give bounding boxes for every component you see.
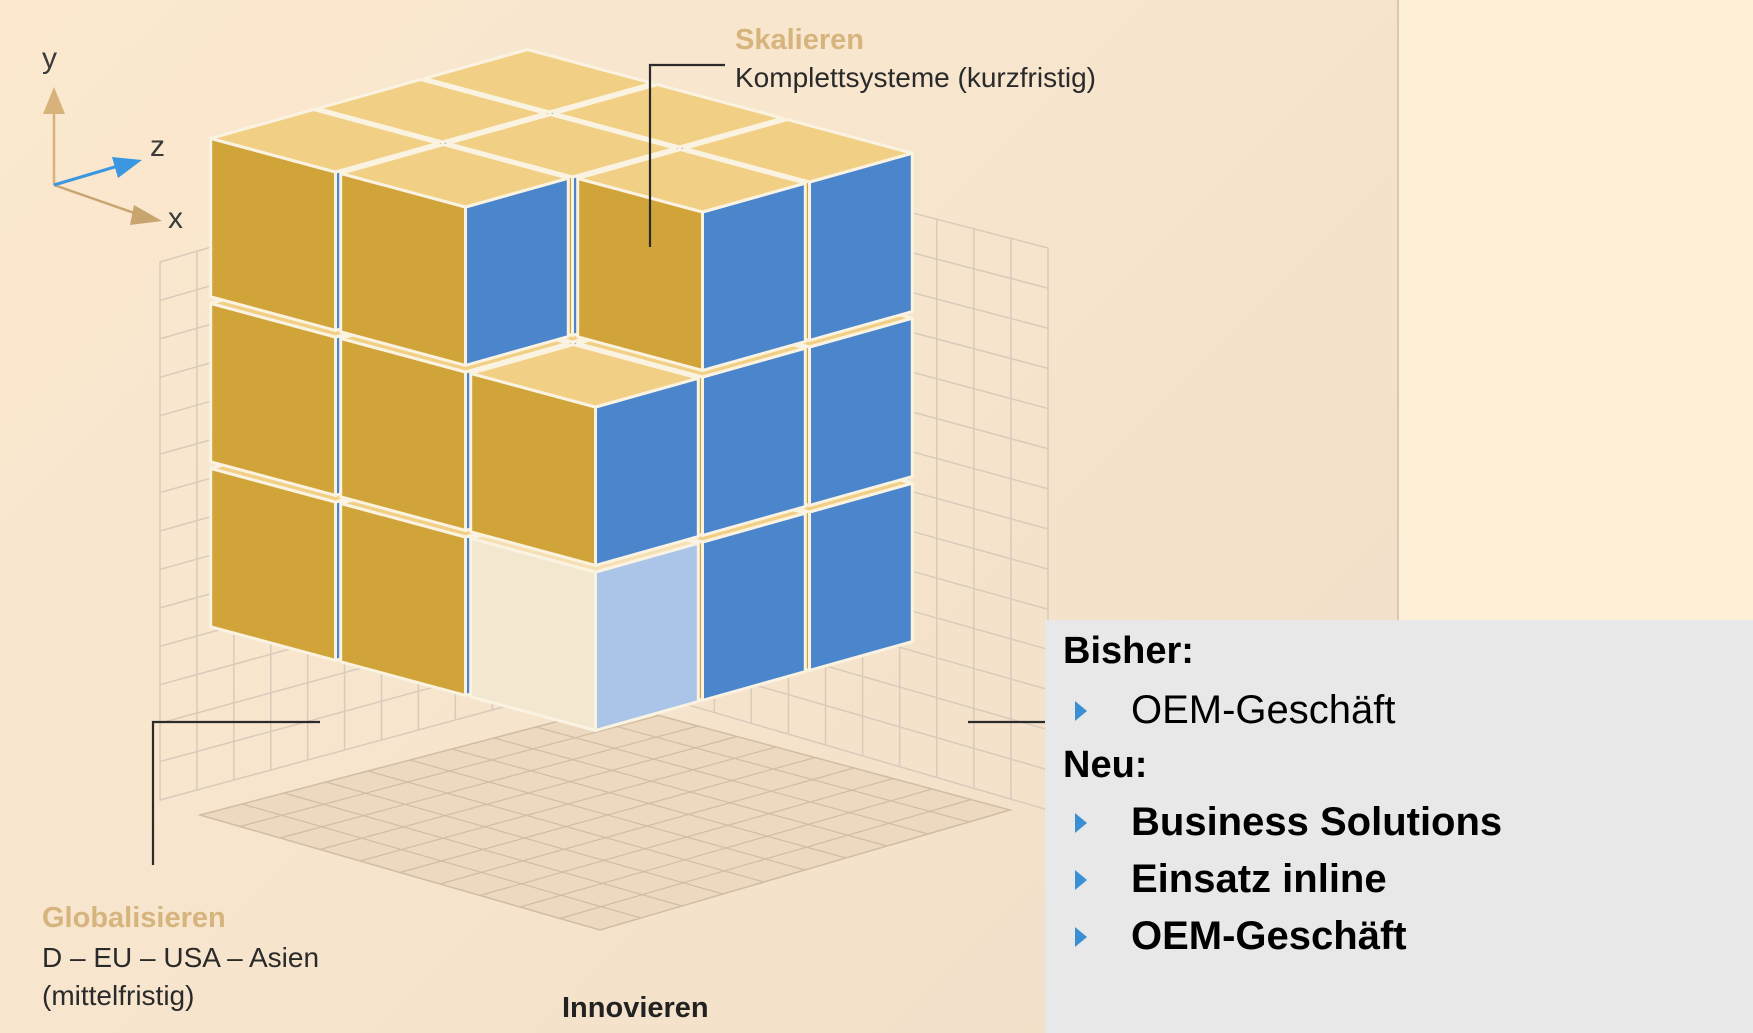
- floor-line: [439, 767, 855, 885]
- axis-x-line: [53, 183, 141, 217]
- cube-stack: [209, 48, 914, 732]
- cube-diagram-graphic: [43, 48, 1049, 931]
- skalieren-title: Skalieren: [735, 24, 864, 56]
- globalisieren-leader: [151, 720, 320, 865]
- cube-face-right: [701, 181, 807, 372]
- cube-face-top: [683, 118, 914, 184]
- previous-heading: Bisher:: [1063, 630, 1194, 672]
- info-panel: Bisher: OEM-Geschäft Neu: Business Solut…: [1045, 620, 1753, 1033]
- floor-line: [535, 726, 929, 835]
- bullet-arrow-icon: [1075, 700, 1087, 721]
- floor-line: [519, 788, 933, 908]
- floor-plane: [197, 704, 1013, 931]
- skalieren-leader: [648, 63, 725, 247]
- cube-face-right: [808, 151, 914, 342]
- cube-face-right: [808, 316, 914, 507]
- cube-face-top: [209, 108, 440, 174]
- cube-face-right: [594, 541, 700, 732]
- bullet-arrow-icon: [1075, 926, 1087, 947]
- new-item-label: OEM-Geschäft: [1131, 914, 1407, 958]
- axis-x-arrow-icon: [130, 205, 162, 225]
- cube-face-right: [701, 511, 807, 702]
- skalieren-subtitle: Komplettsysteme (kurzfristig): [735, 62, 1096, 93]
- floor-line: [559, 798, 972, 920]
- cube-face-top: [316, 78, 547, 144]
- cube: [339, 143, 570, 367]
- cube-face-top: [423, 48, 654, 114]
- previous-item-label: OEM-Geschäft: [1131, 688, 1396, 732]
- cube-face-right: [464, 176, 570, 367]
- floor-line: [399, 756, 816, 874]
- cube-face-top: [553, 83, 784, 149]
- axis-y-arrow-icon: [43, 87, 65, 114]
- floor-line: [479, 777, 894, 897]
- globalisieren-title: Globalisieren: [42, 902, 226, 934]
- axis-indicator: [43, 87, 162, 225]
- cube-face-right: [701, 346, 807, 537]
- globalisieren-line2: (mittelfristig): [42, 980, 195, 1011]
- globalisieren-line1: D – EU – USA – Asien: [42, 942, 320, 973]
- axis-y-label: y: [42, 42, 57, 75]
- floor-line: [451, 748, 847, 859]
- bullet-arrow-icon: [1075, 869, 1087, 890]
- cube-diagram: y z x Skalieren Komplettsysteme (kurzfri…: [0, 0, 1399, 1033]
- bullet-arrow-icon: [1075, 812, 1087, 833]
- new-item: OEM-Geschäft: [1075, 914, 1407, 959]
- axis-z-line: [53, 164, 119, 187]
- cube-face-right: [594, 376, 700, 567]
- cube-face-top: [469, 343, 700, 409]
- floor-line: [577, 715, 970, 823]
- cube-face-top: [339, 143, 570, 209]
- leader-lines: [151, 63, 1046, 865]
- previous-item: OEM-Geschäft: [1075, 688, 1396, 733]
- cube-face-top: [446, 113, 677, 179]
- cube-face-top: [576, 148, 807, 214]
- new-item: Business Solutions: [1075, 800, 1502, 845]
- cube: [469, 343, 700, 567]
- new-item-label: Einsatz inline: [1131, 857, 1387, 901]
- innovieren-title: Innovieren: [562, 992, 709, 1024]
- new-heading: Neu:: [1063, 744, 1148, 786]
- cube: [576, 148, 807, 372]
- axis-z-label: z: [150, 130, 165, 163]
- axis-x-label: x: [168, 202, 183, 235]
- new-item-label: Business Solutions: [1131, 800, 1503, 844]
- new-item: Einsatz inline: [1075, 857, 1387, 902]
- floor-line: [493, 737, 888, 847]
- floor-grid: [197, 704, 1013, 931]
- cube-face-right: [808, 481, 914, 672]
- axis-z-arrow-icon: [112, 157, 142, 178]
